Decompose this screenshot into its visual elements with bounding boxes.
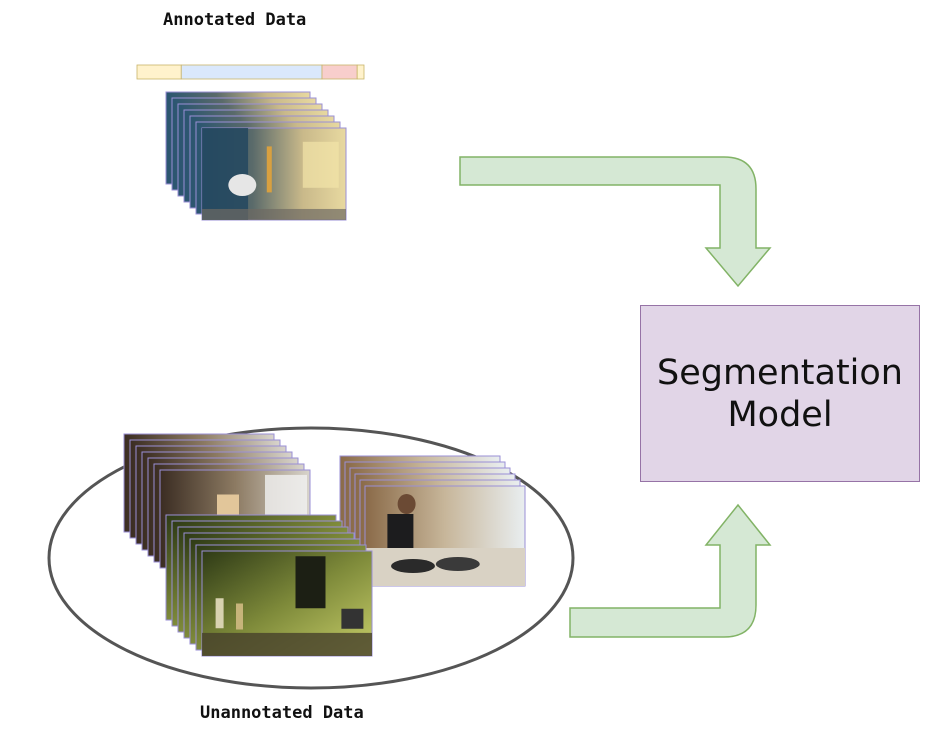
unannotated-video-stack-3 [165,514,373,657]
segmentation-model-box: Segmentation Model [640,305,920,482]
unannotated-data-label: Unannotated Data [200,703,364,723]
annotation-timeline-bar [136,64,365,80]
model-title-line-2: Model [727,394,833,435]
model-title-line-1: Segmentation [657,352,903,393]
unannotated-data-ellipse [47,426,575,690]
annotated-to-model-arrow [459,156,772,288]
annotation-segment-2 [180,64,323,80]
unannotated-video-stack-2 [339,455,526,587]
front-frame-scene [365,494,525,586]
unannotated-to-model-arrow [569,503,772,638]
front-frame-scene [202,556,372,656]
annotation-segment-4 [356,64,365,80]
annotation-segment-1 [136,64,182,80]
front-frame-scene [202,128,346,220]
annotated-video-stack [165,91,347,221]
annotated-data-label: Annotated Data [163,10,307,30]
annotation-segment-3 [321,64,358,80]
